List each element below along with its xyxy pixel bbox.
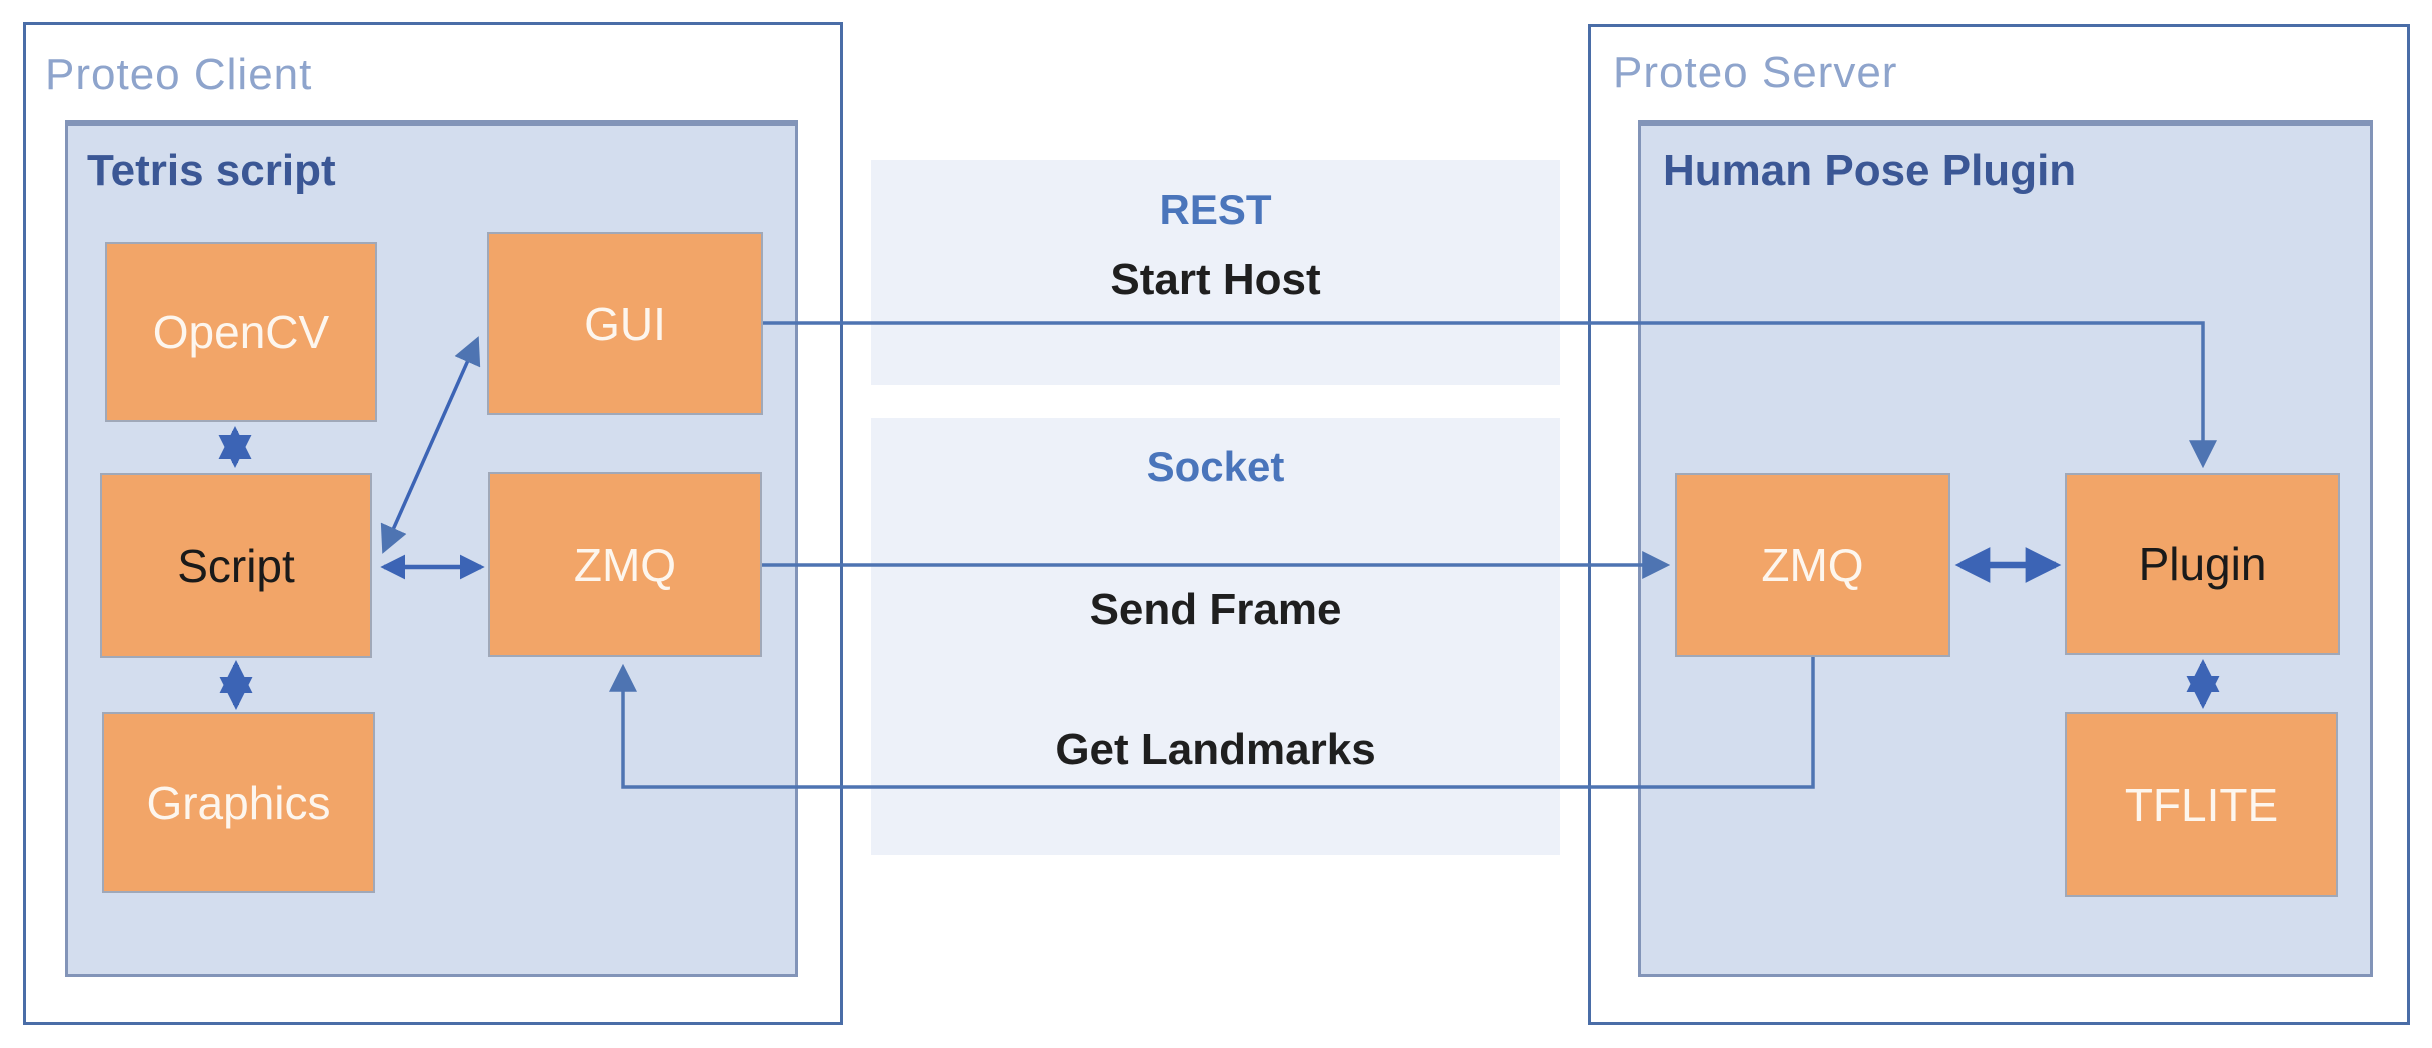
client-zmq-box: ZMQ [488,472,762,657]
graphics-box: Graphics [102,712,375,893]
get-landmarks-label: Get Landmarks [1055,725,1376,774]
opencv-label: OpenCV [152,306,330,358]
gui-box: GUI [487,232,763,415]
tetris-script-title: Tetris script [87,146,336,195]
start-host-label: Start Host [1110,255,1321,304]
client-zmq-label: ZMQ [573,538,677,591]
script-label: Script [177,539,295,592]
server-zmq-box: ZMQ [1675,473,1950,657]
proteo-client-title: Proteo Client [45,50,313,99]
socket-protocol-label: Socket [1146,443,1285,490]
server-zmq-label: ZMQ [1761,539,1864,591]
tflite-box: TFLITE [2065,712,2338,897]
proteo-server-title: Proteo Server [1613,48,1898,97]
human-pose-plugin-title: Human Pose Plugin [1663,146,2077,195]
gui-label: GUI [584,297,666,350]
plugin-label: Plugin [2138,538,2267,590]
script-box: Script [100,473,372,658]
opencv-box: OpenCV [105,242,377,422]
plugin-box: Plugin [2065,473,2340,655]
rest-protocol-label: REST [1159,186,1272,233]
send-frame-label: Send Frame [1089,585,1342,634]
tflite-label: TFLITE [2124,778,2279,831]
graphics-label: Graphics [146,776,331,829]
